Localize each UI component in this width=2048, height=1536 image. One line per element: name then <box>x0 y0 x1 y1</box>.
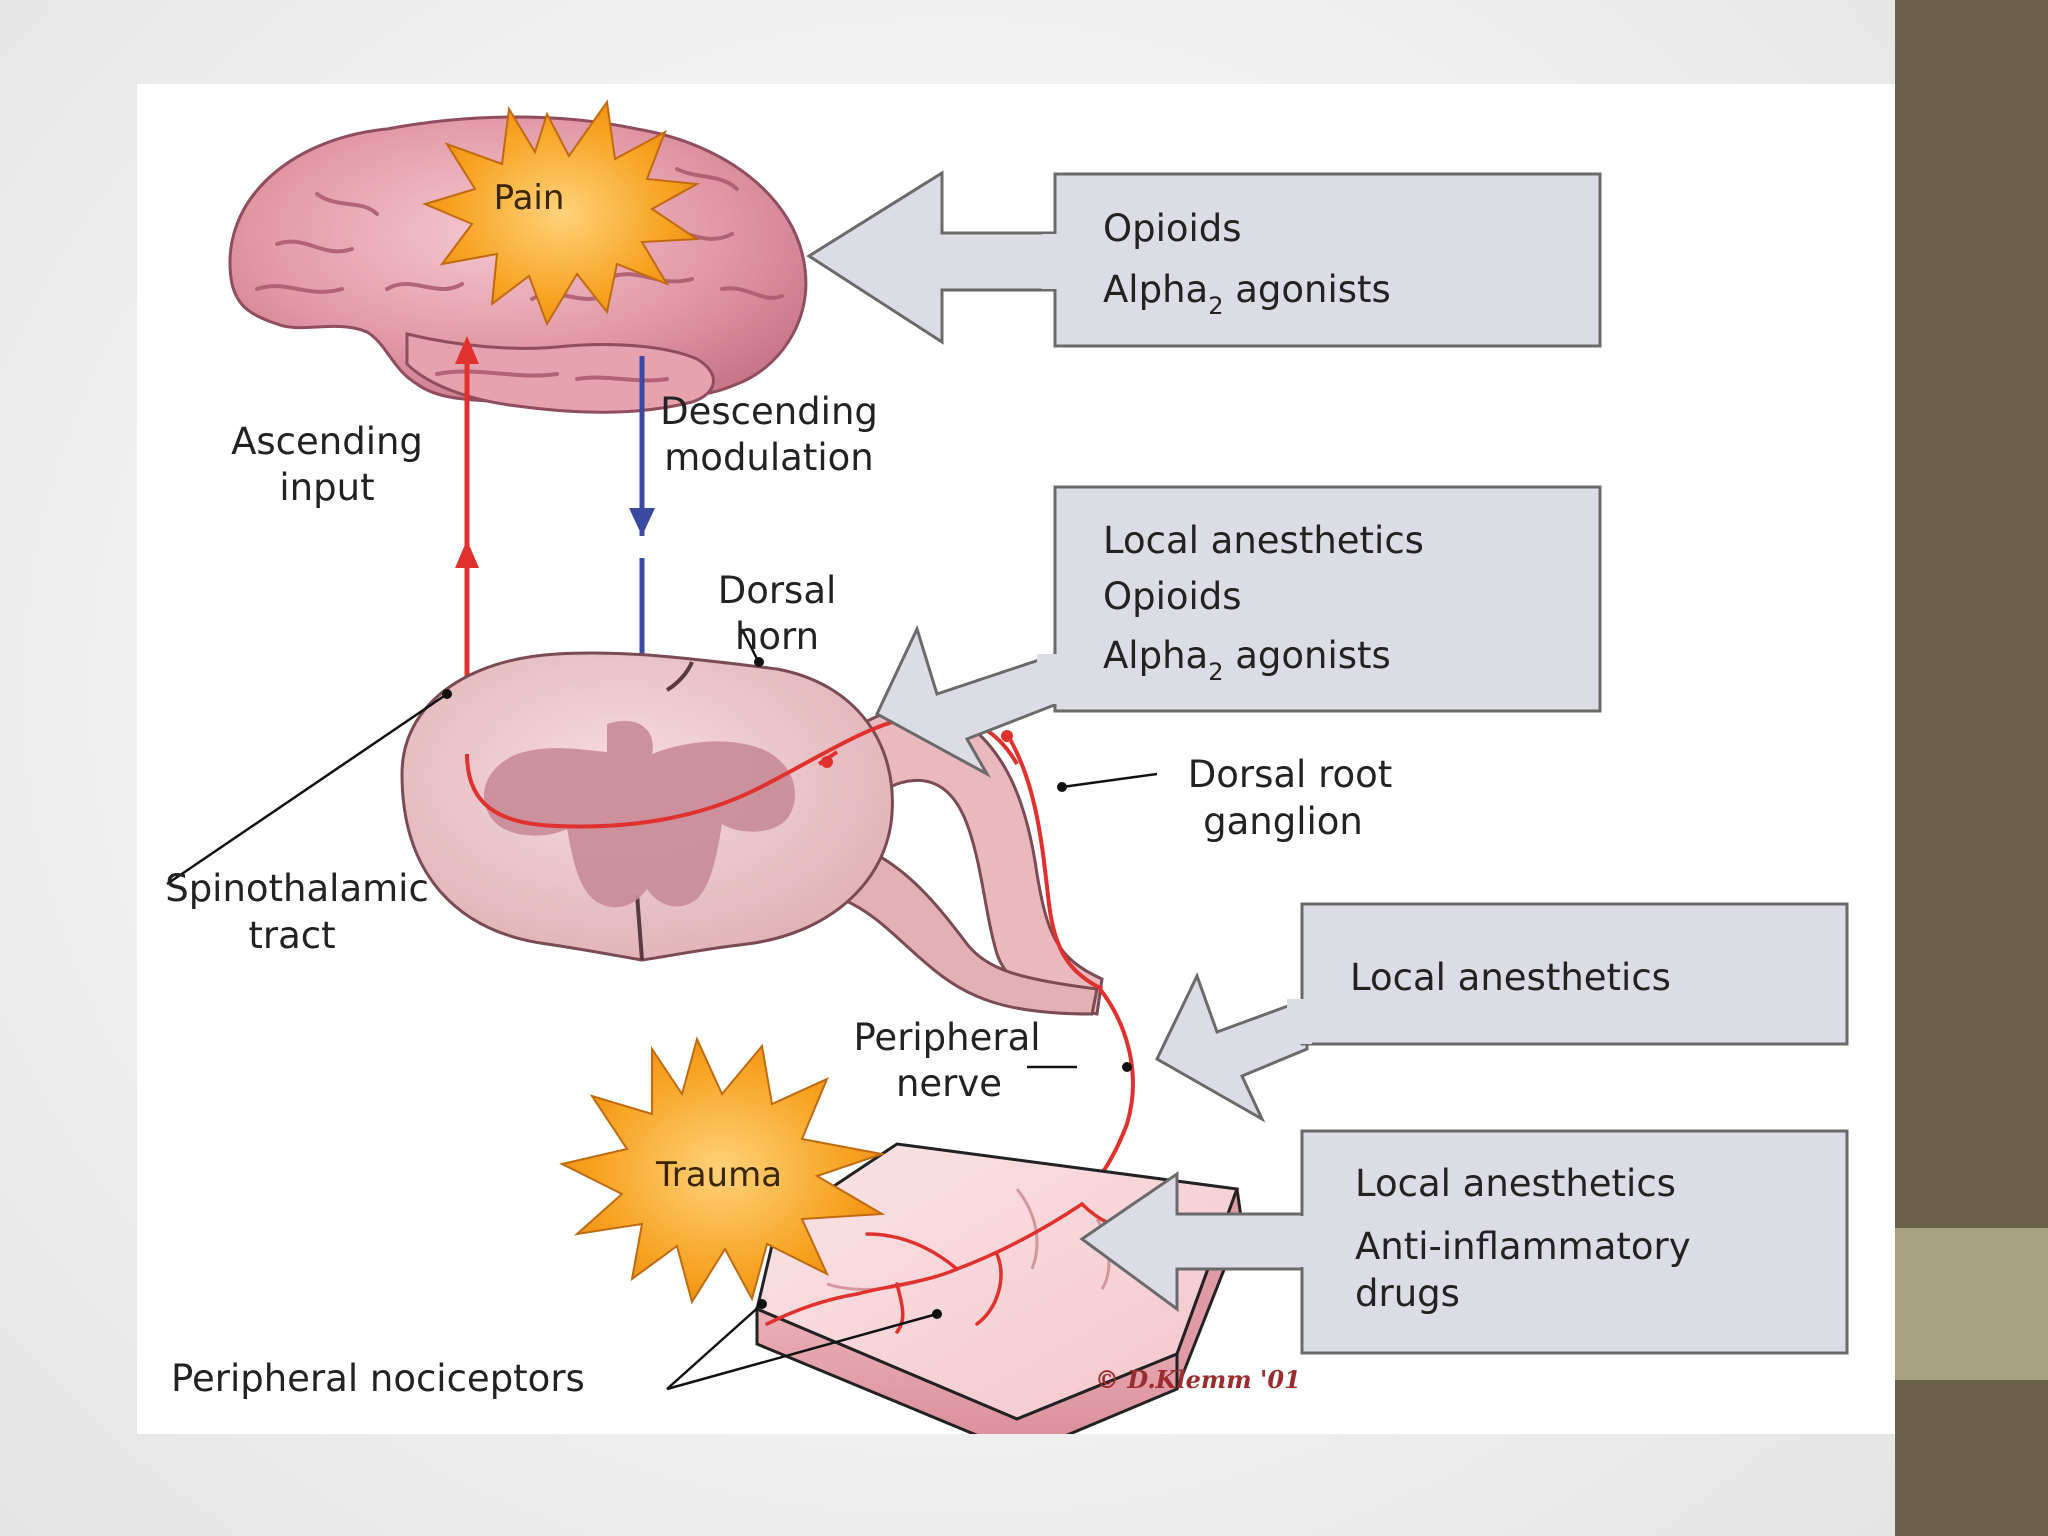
peripheral-nerve-label-2: nerve <box>896 1062 1002 1105</box>
drug-box-brain: Opioids Alpha2 agonists <box>806 170 1602 348</box>
drug-box-brain-line2: Alpha2 agonists <box>1103 268 1391 320</box>
ascending-label-1: Ascending <box>231 420 423 463</box>
dorsal-horn-label-1: Dorsal <box>718 569 837 612</box>
spinothalamic-leader <box>166 692 448 886</box>
illustration-credit: © D.Klemm '01 <box>1095 1365 1301 1394</box>
ascending-arrowhead-upper <box>455 336 479 364</box>
descending-label-1: Descending <box>660 390 878 433</box>
drg-leader <box>1061 772 1158 789</box>
drug-box-nerve: Local anesthetics <box>1155 902 1849 1123</box>
drug-box-spinal-line1: Local anesthetics <box>1103 519 1424 562</box>
spinothalamic-label-1: Spinothalamic <box>165 867 429 910</box>
drug-box-spinal-line3: Alpha2 agonists <box>1103 634 1391 686</box>
peripheral-nociceptors-label: Peripheral nociceptors <box>171 1357 585 1400</box>
drug-box-nerve-line1: Local anesthetics <box>1350 956 1671 999</box>
leader-lines <box>166 628 1158 1391</box>
dorsal-horn-label-2: horn <box>735 615 819 658</box>
spinal-cord-cross-section <box>400 651 1104 1016</box>
descending-arrowhead-upper <box>629 508 655 536</box>
drg-label-2: ganglion <box>1203 800 1363 843</box>
pain-pathway-figure: Pain <box>137 84 1895 1434</box>
pain-pathway-diagram: Pain <box>165 99 1849 1434</box>
drug-box-tissue-line3: drugs <box>1355 1272 1460 1315</box>
drug-box-brain-arrow <box>806 170 1065 345</box>
drug-box-spinal: Local anesthetics Opioids Alpha2 agonist… <box>875 485 1602 778</box>
ascending-arrowhead-lower <box>455 540 479 568</box>
spinothalamic-label-2: tract <box>248 914 335 957</box>
trauma-label: Trauma <box>655 1155 782 1195</box>
drg-label-1: Dorsal root <box>1188 753 1393 796</box>
drug-box-tissue: Local anesthetics Anti-inflammatory drug… <box>1079 1129 1849 1355</box>
drug-box-spinal-line2: Opioids <box>1103 575 1242 618</box>
pain-burst: Pain <box>422 99 701 327</box>
nociceptor-leader-1 <box>666 1303 763 1390</box>
ascending-label-2: input <box>279 466 374 509</box>
drug-box-tissue-line1: Local anesthetics <box>1355 1162 1676 1205</box>
nociceptor-leader-2 <box>666 1312 938 1391</box>
drug-box-nerve-arrow <box>1155 972 1309 1123</box>
dorsal-horn-leader <box>740 628 759 660</box>
peripheral-nerve-label-1: Peripheral <box>853 1016 1040 1059</box>
drug-box-tissue-line2: Anti-inflammatory <box>1355 1225 1691 1268</box>
trauma-burst: Trauma <box>559 1036 886 1305</box>
pain-label: Pain <box>494 178 565 218</box>
descending-label-2: modulation <box>664 436 873 479</box>
drug-box-brain-line1: Opioids <box>1103 207 1242 250</box>
side-bar-accent <box>1895 1228 2048 1380</box>
